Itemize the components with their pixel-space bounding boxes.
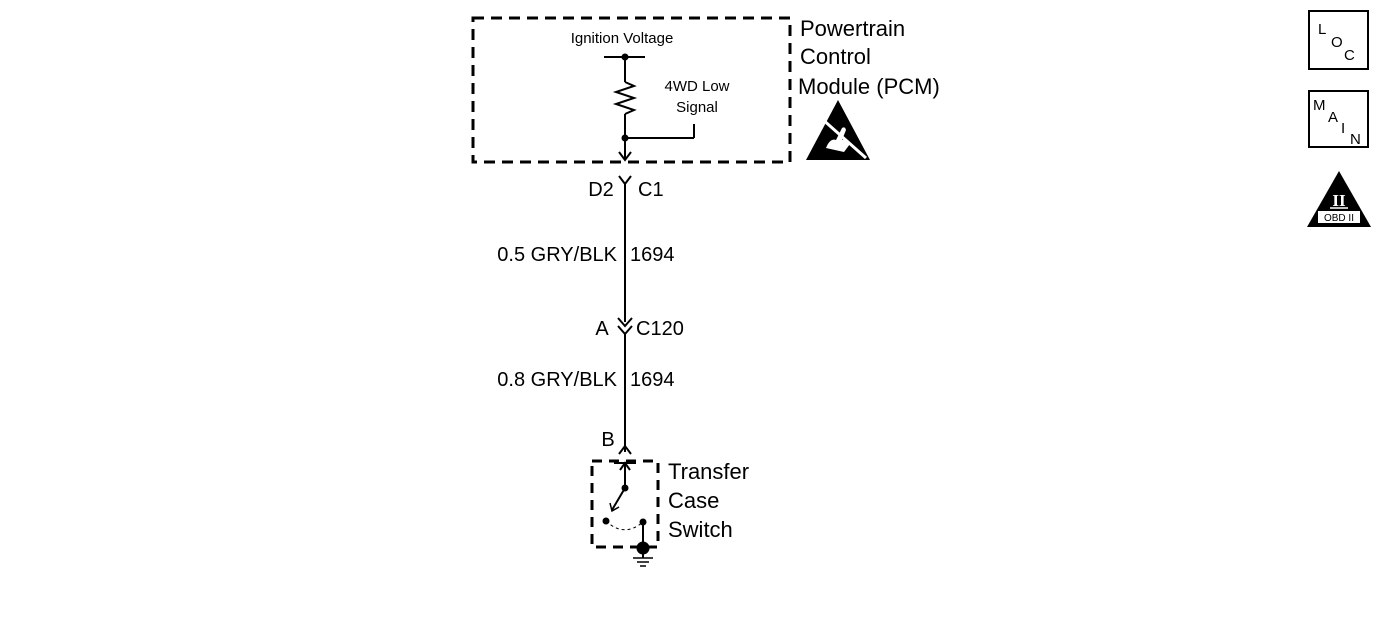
c120-pin-label: A bbox=[595, 318, 609, 340]
transfer-case-switch-box bbox=[590, 459, 660, 549]
pullup-resistor bbox=[612, 57, 638, 138]
switch-pin-label: B bbox=[601, 429, 614, 451]
loc-letter-c: C bbox=[1344, 47, 1355, 64]
signal-label-line-2: Signal bbox=[676, 99, 718, 116]
signal-label-line-1: 4WD Low bbox=[664, 78, 729, 95]
pcm-title-line-2: Control bbox=[800, 44, 871, 69]
c120-connector-label: C120 bbox=[636, 318, 684, 340]
wire-lower-circuit: 1694 bbox=[630, 369, 675, 391]
obd-numeral: II bbox=[1332, 191, 1346, 210]
switch-title-line-1: Transfer bbox=[668, 459, 749, 484]
pcm-title-line-1: Powertrain bbox=[800, 16, 905, 41]
main-button[interactable]: M A I N bbox=[1308, 90, 1369, 148]
switch-title-line-3: Switch bbox=[668, 517, 733, 542]
wire-upper-circuit: 1694 bbox=[630, 244, 675, 266]
c120-terminal-top bbox=[617, 317, 633, 328]
switch-contact bbox=[602, 461, 647, 548]
loc-letter-l: L bbox=[1318, 21, 1326, 38]
c1-pin-label: D2 bbox=[588, 179, 614, 201]
main-letter-i: I bbox=[1341, 120, 1345, 137]
obd-label: OBD II bbox=[1324, 213, 1354, 224]
wire-lower-spec: 0.8 GRY/BLK bbox=[497, 369, 617, 391]
esd-warning-icon bbox=[806, 100, 870, 160]
ground-icon bbox=[633, 541, 653, 567]
loc-letter-o: O bbox=[1331, 34, 1343, 51]
obd-ii-button[interactable]: II OBD II bbox=[1307, 171, 1371, 227]
ignition-voltage-label: Ignition Voltage bbox=[571, 30, 674, 47]
switch-title-line-2: Case bbox=[668, 488, 719, 513]
pcm-title-line-3: Module (PCM) bbox=[798, 74, 940, 99]
pcm-module-box bbox=[471, 16, 792, 164]
main-letter-n: N bbox=[1350, 131, 1361, 148]
main-letter-a: A bbox=[1328, 109, 1338, 126]
c1-female-terminal bbox=[618, 151, 632, 162]
wire-upper-spec: 0.5 GRY/BLK bbox=[497, 244, 617, 266]
switch-terminal bbox=[618, 444, 632, 455]
c1-male-terminal bbox=[618, 175, 632, 186]
loc-button[interactable]: L O C bbox=[1308, 10, 1369, 70]
c1-connector-label: C1 bbox=[638, 179, 664, 201]
main-letter-m: M bbox=[1313, 97, 1326, 114]
